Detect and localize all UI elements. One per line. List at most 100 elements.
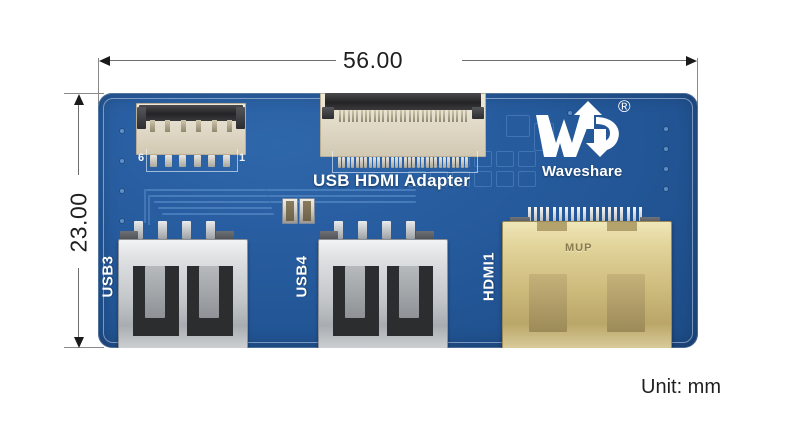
fpc-latch-ear bbox=[322, 107, 334, 119]
usb-tongue bbox=[399, 266, 419, 318]
copper-trace bbox=[474, 171, 492, 187]
copper-trace bbox=[430, 171, 448, 187]
hdmi-pin bbox=[552, 207, 556, 227]
hdmi-pin bbox=[564, 207, 568, 227]
solder-pad bbox=[394, 157, 398, 168]
copper-trace bbox=[162, 213, 274, 215]
solder-pad bbox=[399, 157, 403, 168]
arrow-head-bottom bbox=[74, 337, 84, 348]
fpc-pin bbox=[339, 110, 341, 122]
solder-pad bbox=[408, 157, 411, 168]
copper-trace bbox=[496, 151, 514, 167]
usb-pin bbox=[382, 221, 391, 239]
fpc-pin bbox=[150, 120, 155, 132]
fpc-pin bbox=[347, 110, 350, 122]
usb-tongue bbox=[145, 266, 165, 318]
fpc-contact-pins bbox=[339, 110, 467, 122]
usb-connector-housing bbox=[318, 239, 448, 348]
solder-pad bbox=[373, 157, 376, 168]
dimension-line-height-bottom bbox=[78, 268, 79, 338]
hdmi-pin bbox=[540, 207, 544, 227]
fpc-large-solder-pads bbox=[338, 157, 468, 168]
via bbox=[568, 111, 572, 115]
fpc-connector-large bbox=[320, 93, 486, 157]
solder-pad bbox=[208, 155, 216, 167]
solder-pad bbox=[456, 157, 460, 168]
fpc-pin bbox=[456, 110, 459, 122]
solder-pad bbox=[381, 157, 385, 168]
waveshare-logo: ® Waveshare bbox=[526, 95, 666, 187]
hdmi-pin bbox=[534, 207, 538, 227]
hdmi-mouth bbox=[529, 274, 567, 332]
via bbox=[664, 187, 668, 191]
copper-trace bbox=[268, 195, 416, 197]
dimension-line-width-left bbox=[108, 60, 336, 61]
via bbox=[120, 159, 124, 163]
hdmi-pin bbox=[632, 207, 636, 227]
copper-trace bbox=[154, 201, 270, 203]
fpc-pin bbox=[421, 110, 424, 122]
solder-pad bbox=[342, 157, 346, 168]
arrow-head-left bbox=[99, 55, 110, 66]
smd-component bbox=[299, 198, 315, 224]
copper-trace bbox=[158, 207, 272, 209]
extension-line-right bbox=[697, 58, 698, 104]
solder-pad bbox=[434, 157, 438, 168]
hdmi-pin bbox=[571, 207, 575, 227]
solder-pad bbox=[451, 157, 455, 168]
hdmi-connector-housing: MUP bbox=[502, 221, 672, 348]
fpc-latch-ear bbox=[472, 107, 484, 119]
fpc-pin bbox=[352, 110, 355, 122]
hdmi-mouth bbox=[607, 274, 645, 332]
fpc-pin bbox=[438, 110, 441, 122]
solder-pad bbox=[447, 157, 451, 168]
copper-trace bbox=[270, 201, 416, 203]
solder-pad bbox=[193, 155, 201, 167]
fpc-pin bbox=[356, 110, 359, 122]
hdmi-pin bbox=[589, 207, 593, 227]
fpc-pin bbox=[443, 110, 446, 122]
solder-pad bbox=[338, 157, 341, 168]
fpc-pin bbox=[447, 110, 450, 122]
via bbox=[664, 147, 668, 151]
registered-trademark-icon: ® bbox=[618, 97, 631, 116]
fpc-small-silk-outline bbox=[146, 149, 238, 172]
fpc-pin bbox=[460, 110, 463, 122]
fpc-small-pin-marker-left: 6 bbox=[138, 152, 145, 164]
usb-connector-housing bbox=[118, 239, 248, 348]
solder-pad bbox=[377, 157, 381, 168]
hdmi-notch bbox=[607, 222, 637, 231]
fpc-pin bbox=[378, 110, 381, 122]
hdmi-pin bbox=[626, 207, 630, 227]
port-label-usb3: USB3 bbox=[99, 255, 117, 298]
dimension-label-width: 56.00 bbox=[343, 47, 404, 73]
usb-tongue bbox=[199, 266, 219, 318]
dimension-label-height: 23.00 bbox=[65, 192, 92, 253]
solder-pad bbox=[403, 157, 407, 168]
usb-tongue bbox=[345, 266, 365, 318]
hdmi-pin bbox=[620, 207, 624, 227]
copper-trace bbox=[408, 171, 426, 187]
copper-trace bbox=[146, 189, 266, 191]
usb-pin bbox=[158, 221, 167, 239]
solder-pad bbox=[443, 157, 446, 168]
usb-pin bbox=[182, 221, 191, 239]
via bbox=[120, 129, 124, 133]
solder-pad bbox=[150, 155, 157, 167]
hdmi-pin bbox=[558, 207, 562, 227]
dimension-line-width-right bbox=[462, 60, 688, 61]
fpc-small-solder-pads bbox=[150, 155, 230, 167]
via bbox=[664, 167, 668, 171]
hdmi-pin bbox=[583, 207, 587, 227]
usb-pin bbox=[334, 221, 343, 239]
copper-trace bbox=[518, 151, 536, 167]
fpc-pin bbox=[395, 110, 398, 122]
hdmi-pin bbox=[577, 207, 581, 227]
extension-line-top bbox=[64, 93, 104, 94]
hdmi-pin bbox=[546, 207, 550, 227]
board-title-silkscreen: USB HDMI Adapter bbox=[313, 171, 471, 190]
fpc-latch bbox=[324, 93, 481, 110]
hdmi-pin bbox=[608, 207, 612, 227]
solder-pad bbox=[438, 157, 442, 168]
hdmi-pin bbox=[595, 207, 599, 227]
